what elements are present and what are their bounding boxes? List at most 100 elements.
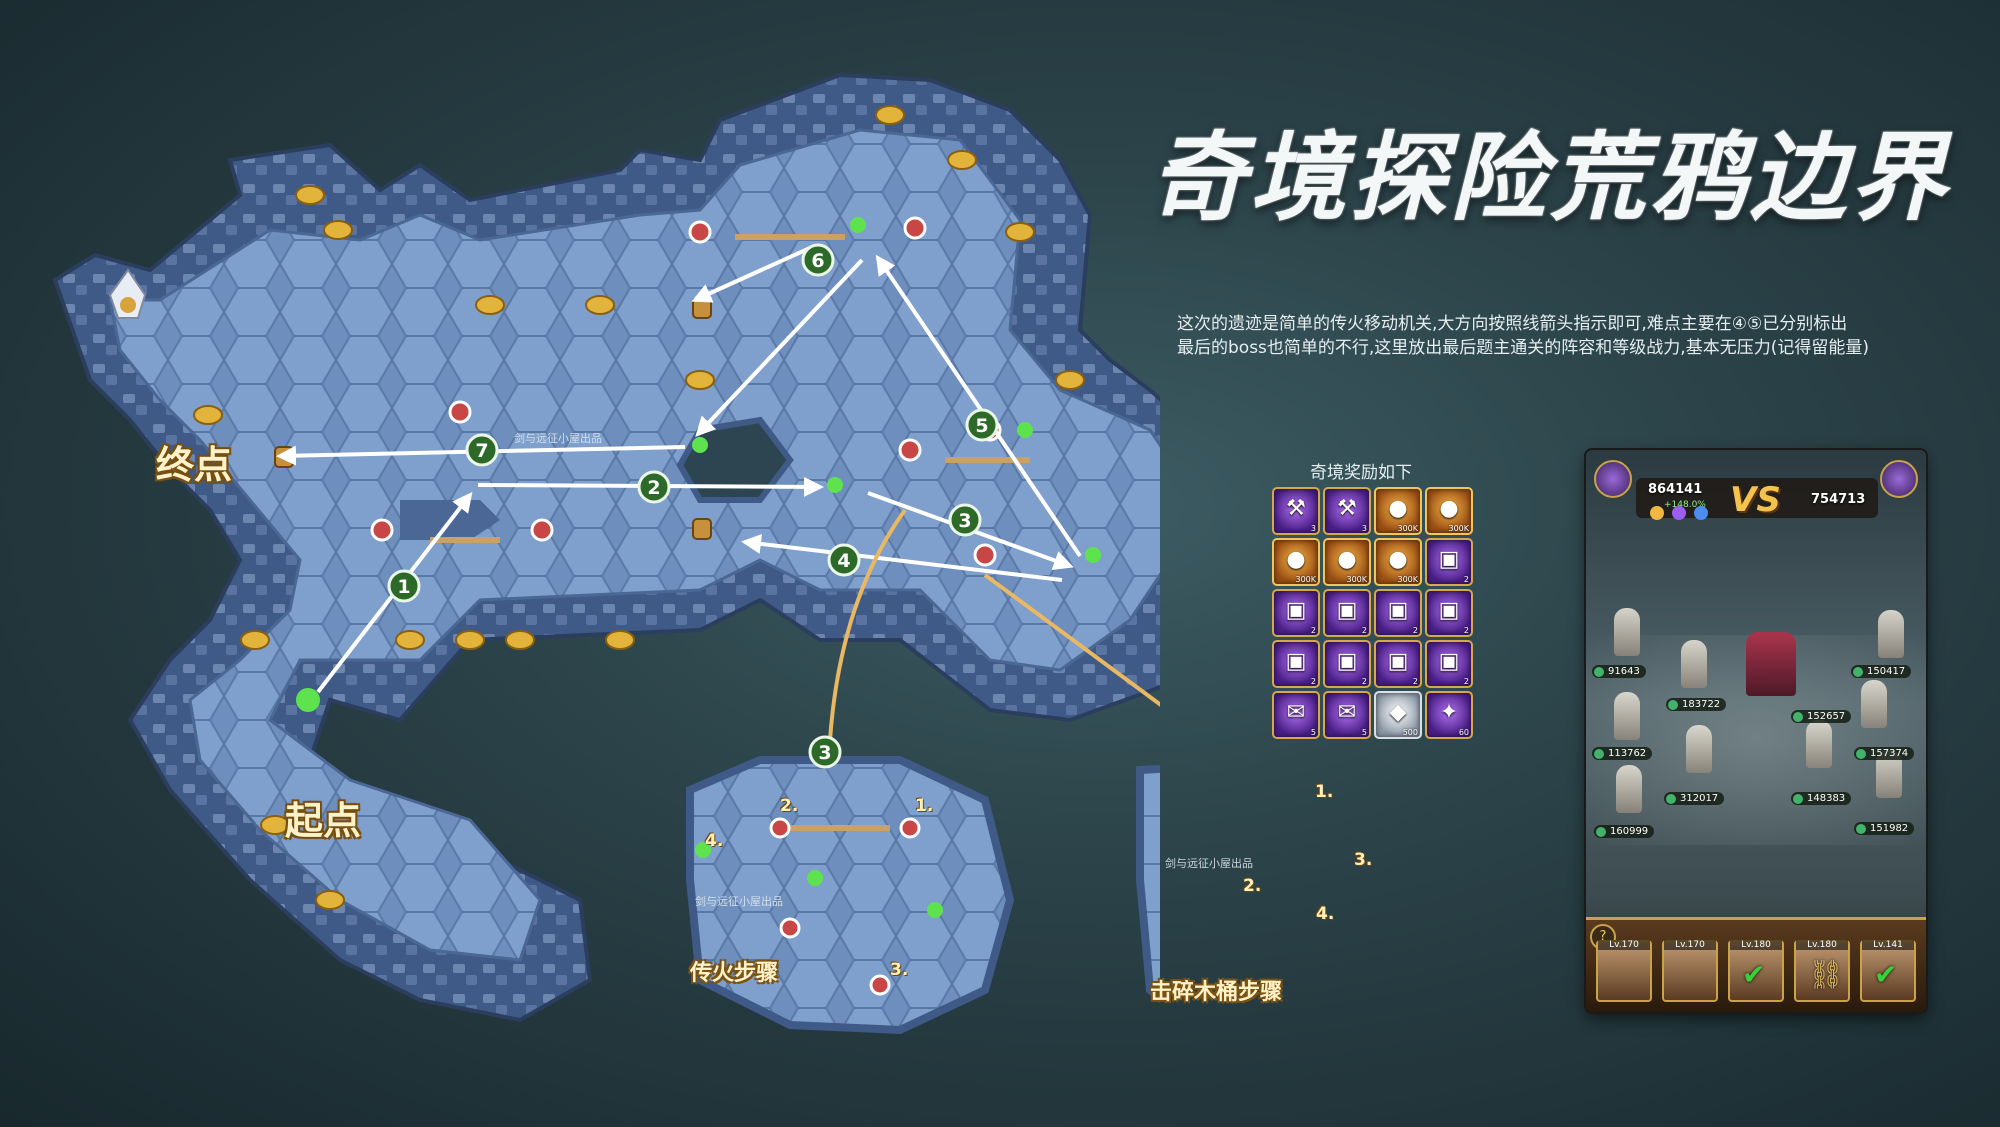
- svg-text:6: 6: [811, 250, 824, 272]
- end-point-label: 终点: [156, 443, 233, 487]
- reward-slot[interactable]: ✉5: [1323, 691, 1371, 739]
- left-power-bonus: +148.0%: [1664, 500, 1706, 510]
- gold-coin-icon: ●: [1388, 547, 1408, 572]
- reward-slot[interactable]: ● 300K: [1323, 538, 1371, 586]
- gold-coin-icon: ●: [1388, 496, 1408, 521]
- rewards-grid: ⚒3⚒3●300K●300K●300K●300K●300K▣2▣2▣2▣2▣2▣…: [1272, 487, 1473, 739]
- chest-icon: ▣: [1387, 598, 1409, 623]
- reward-amount: 500: [1402, 728, 1418, 737]
- reward-slot[interactable]: ▣2: [1272, 640, 1320, 688]
- scroll-icon: ✉: [1337, 700, 1357, 725]
- reward-slot[interactable]: ▣2: [1323, 589, 1371, 637]
- ally-power: 312017: [1664, 792, 1725, 805]
- reward-amount: 300K: [1346, 575, 1367, 584]
- buff-gem-icon: [1694, 506, 1708, 520]
- hammer-icon: ⚒: [1286, 496, 1306, 521]
- reward-amount: 2: [1463, 677, 1469, 686]
- chest-icon: ▣: [1438, 598, 1460, 623]
- buff-gem-icon: [1650, 506, 1664, 520]
- reward-slot[interactable]: ▣2: [1323, 640, 1371, 688]
- team-hero-card[interactable]: Lv.170: [1662, 940, 1718, 1002]
- star-dust-icon: ✦: [1439, 700, 1459, 725]
- torch-step-2: 2.: [780, 796, 799, 816]
- page-title: 奇境探险荒鸦边界: [1150, 122, 1950, 234]
- reward-amount: 60: [1458, 728, 1469, 737]
- marker-3: 3: [948, 503, 982, 537]
- hero-level: Lv.170: [1598, 940, 1650, 950]
- team-hero-card[interactable]: Lv.170: [1596, 940, 1652, 1002]
- map-credit: 剑与远征小屋出品: [514, 432, 602, 445]
- team-hero-card[interactable]: Lv.180 ⛓: [1794, 940, 1850, 1002]
- reward-slot[interactable]: ▣2: [1374, 640, 1422, 688]
- battle-preview-panel: VS 864141 +148.0% 754713 91643 183722 11…: [1586, 450, 1926, 1012]
- boss-figure: [1746, 632, 1796, 696]
- hero-level: Lv.170: [1664, 940, 1716, 950]
- hammer-icon: ⚒: [1337, 496, 1357, 521]
- reward-slot[interactable]: ▣2: [1425, 589, 1473, 637]
- reward-slot[interactable]: ✉5: [1272, 691, 1320, 739]
- chain-link-icon: ⛓: [1808, 958, 1844, 991]
- marker-4: 4: [827, 543, 861, 577]
- torch-step-1: 1.: [915, 796, 934, 816]
- blue-chest-icon: ▣: [1336, 649, 1358, 674]
- reward-slot[interactable]: ● 300K: [1374, 487, 1422, 535]
- left-faction-icon: [1594, 460, 1632, 498]
- enemy-power: 150417: [1851, 665, 1912, 678]
- diamond-icon: ◆: [1389, 700, 1407, 725]
- gold-coin-icon: ●: [1286, 547, 1306, 572]
- marker-2: 2: [637, 470, 671, 504]
- right-power: 754713: [1811, 492, 1866, 507]
- marker-1: 1: [387, 569, 421, 603]
- reward-amount: 2: [1361, 677, 1367, 686]
- enemy-power: 151982: [1854, 822, 1915, 835]
- blue-chest-icon: ▣: [1438, 649, 1460, 674]
- reward-amount: 3: [1361, 524, 1367, 533]
- reward-slot[interactable]: ▣2: [1374, 589, 1422, 637]
- reward-slot[interactable]: ✦ 60: [1425, 691, 1473, 739]
- ally-hero-figure: [1686, 725, 1712, 773]
- rewards-title: 奇境奖励如下: [1310, 463, 1412, 483]
- gold-coin-icon: ●: [1337, 547, 1357, 572]
- description-line-2: 最后的boss也简单的不行,这里放出最后题主通关的阵容和等级战力,基本无压力(记…: [1177, 338, 1869, 358]
- reward-slot[interactable]: ⚒3: [1323, 487, 1371, 535]
- reward-slot[interactable]: ● 300K: [1272, 538, 1320, 586]
- reward-slot[interactable]: ▣2: [1425, 640, 1473, 688]
- enemy-hero-figure: [1878, 610, 1904, 658]
- reward-amount: 300K: [1397, 575, 1418, 584]
- barrel-inset-credit: 剑与远征小屋出品: [1165, 857, 1253, 870]
- scroll-icon: ✉: [1286, 700, 1306, 725]
- buff-gem-icon: [1672, 506, 1686, 520]
- reward-slot[interactable]: ●300K: [1425, 487, 1473, 535]
- barrel-steps-title: 击碎木桶步骤: [1150, 980, 1283, 1005]
- reward-amount: 2: [1310, 677, 1316, 686]
- green-flame-icons: [296, 217, 1101, 712]
- torch-pedestals: [370, 216, 1002, 567]
- reward-slot[interactable]: ◆ 500: [1374, 691, 1422, 739]
- vs-label: VS: [1730, 480, 1781, 520]
- hero-level: Lv.141: [1862, 940, 1914, 950]
- svg-text:2: 2: [647, 477, 660, 499]
- description-line-1: 这次的遗迹是简单的传火移动机关,大方向按照线箭头指示即可,难点主要在④⑤已分别标…: [1177, 314, 1848, 334]
- team-hero-card[interactable]: Lv.180✔: [1728, 940, 1784, 1002]
- torch-step-4: 4.: [705, 831, 724, 851]
- team-hero-card[interactable]: Lv.141✔: [1860, 940, 1916, 1002]
- ally-hero-figure: [1614, 608, 1640, 656]
- marker-5: 5: [965, 408, 999, 442]
- reward-amount: 300K: [1397, 524, 1418, 533]
- svg-text:7: 7: [475, 440, 488, 462]
- reward-slot[interactable]: ● 300K: [1374, 538, 1422, 586]
- reward-amount: 300K: [1295, 575, 1316, 584]
- reward-slot[interactable]: ▣2: [1425, 538, 1473, 586]
- hero-level: Lv.180: [1796, 940, 1848, 950]
- reward-amount: 300K: [1448, 524, 1469, 533]
- reward-slot[interactable]: ⚒3: [1272, 487, 1320, 535]
- reward-amount: 2: [1463, 575, 1469, 584]
- left-power: 864141: [1648, 482, 1703, 497]
- enemy-hero-figure: [1806, 720, 1832, 768]
- reward-amount: 5: [1310, 728, 1316, 737]
- barrel-step-3: 3.: [1354, 850, 1373, 870]
- reward-slot[interactable]: ▣2: [1272, 589, 1320, 637]
- chest-icon: ▣: [1438, 547, 1460, 572]
- ally-power: 91643: [1592, 665, 1646, 678]
- reward-amount: 2: [1412, 677, 1418, 686]
